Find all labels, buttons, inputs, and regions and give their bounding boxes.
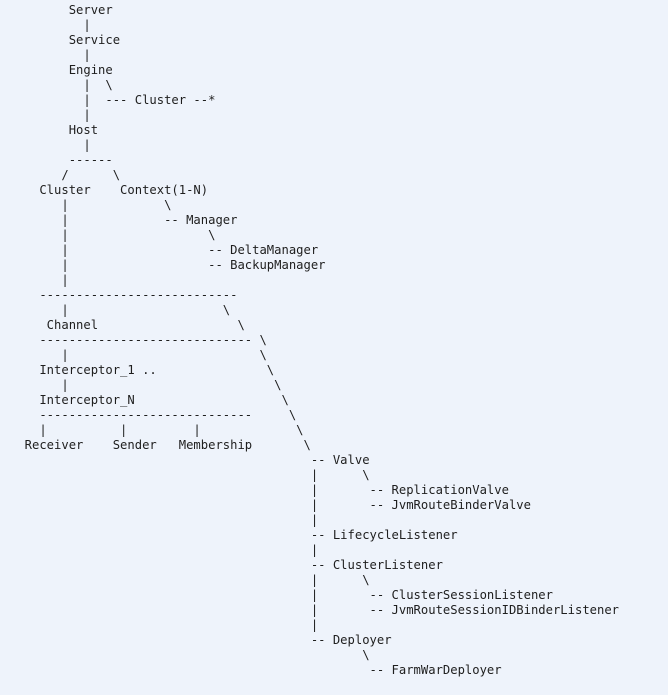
diagram-line: | \ (10, 468, 370, 482)
diagram-line: Engine (10, 63, 113, 77)
diagram-line: | \ (10, 228, 216, 242)
diagram-line: \ (10, 648, 370, 662)
diagram-line: -- Deployer (10, 633, 392, 647)
diagram-line: | -- JvmRouteSessionIDBinderListener (10, 603, 620, 617)
diagram-line: | (10, 138, 91, 152)
diagram-line: | (10, 273, 69, 287)
diagram-line: | (10, 18, 91, 32)
diagram-line: | -- ReplicationValve (10, 483, 509, 497)
diagram-line: Interceptor_1 .. \ (10, 363, 275, 377)
diagram-line: | -- Manager (10, 213, 238, 227)
diagram-line: | \ (10, 198, 172, 212)
diagram-line: -- ClusterListener (10, 558, 443, 572)
diagram-line: | | | \ (10, 423, 304, 437)
diagram-line: | -- DeltaManager (10, 243, 319, 257)
diagram-line: | \ (10, 378, 282, 392)
diagram-line: | (10, 108, 91, 122)
diagram-line: Host (10, 123, 99, 137)
diagram-line: / \ (10, 168, 121, 182)
diagram-line: ------ (10, 153, 113, 167)
diagram-line: | -- BackupManager (10, 258, 326, 272)
diagram-line: | \ (10, 573, 370, 587)
diagram-line: -- Valve (10, 453, 370, 467)
diagram-line: | (10, 543, 319, 557)
diagram-line: Cluster Context(1-N) (10, 183, 209, 197)
diagram-line: | --- Cluster --* (10, 93, 216, 107)
diagram-line: | \ (10, 348, 267, 362)
diagram-line: -- FarmWarDeployer (10, 663, 502, 677)
diagram-line: | \ (10, 78, 113, 92)
diagram-line: Service (10, 33, 121, 47)
diagram-line: | \ (10, 303, 231, 317)
cluster-architecture-ascii-diagram: Server | Service | Engine | \ | --- Clus… (10, 3, 619, 678)
diagram-line: Channel \ (10, 318, 245, 332)
diagram-line: Server (10, 3, 113, 17)
diagram-line: --------------------------- (10, 288, 238, 302)
diagram-line: Receiver Sender Membership \ (10, 438, 311, 452)
diagram-line: | (10, 513, 319, 527)
diagram-line: ----------------------------- \ (10, 408, 297, 422)
diagram-line: Interceptor_N \ (10, 393, 289, 407)
diagram-line: | (10, 618, 319, 632)
diagram-line: | -- JvmRouteBinderValve (10, 498, 531, 512)
diagram-line: -- LifecycleListener (10, 528, 458, 542)
diagram-line: | -- ClusterSessionListener (10, 588, 553, 602)
diagram-line: | (10, 48, 91, 62)
diagram-line: ----------------------------- \ (10, 333, 267, 347)
